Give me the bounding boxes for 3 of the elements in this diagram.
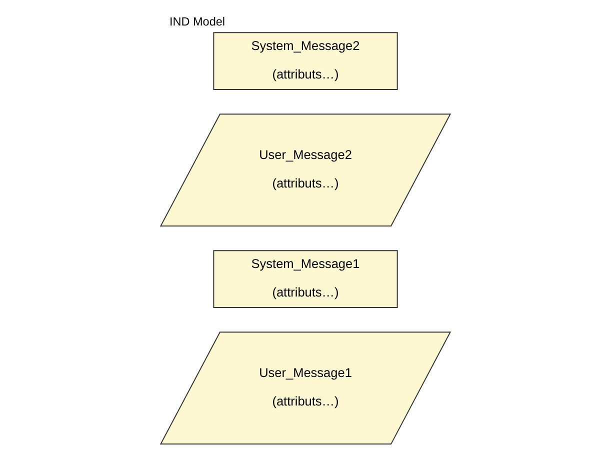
- node-box: System_Message2 (attributs…): [213, 32, 398, 90]
- node-box: System_Message1 (attributs…): [213, 250, 398, 308]
- diagram-title: IND Model: [169, 15, 226, 28]
